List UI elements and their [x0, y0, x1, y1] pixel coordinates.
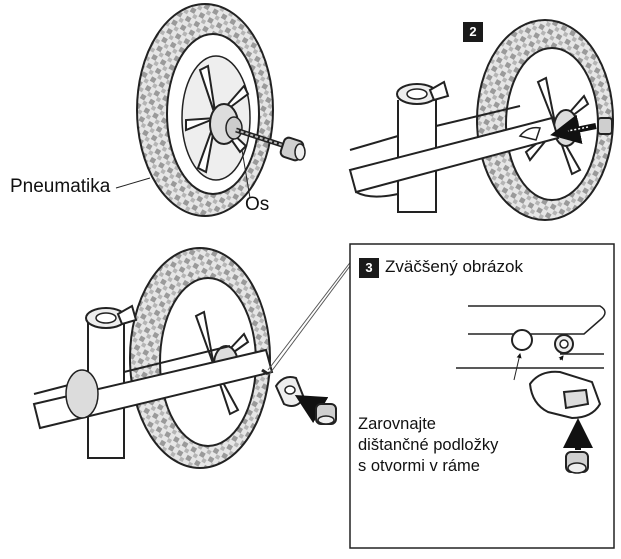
frame-edge [468, 305, 606, 335]
align-note: Zarovnajte dištančné podložky s otvormi … [358, 414, 498, 477]
wheel-icon [136, 3, 274, 217]
axle-bolt-icon [597, 117, 613, 135]
axle-callout-line [241, 149, 251, 199]
frame-hole-icon [511, 329, 533, 381]
panel-2 [348, 19, 614, 221]
wheel-icon [129, 247, 271, 469]
step-badge-3: 3 [359, 258, 379, 278]
insert-arrow-icon [550, 114, 597, 145]
nut-icon [565, 451, 589, 474]
frame-slot [518, 126, 541, 141]
align-note-line-2: dištančné podložky [358, 436, 499, 454]
nut-icon [315, 403, 337, 425]
tire-label: Pneumatika [10, 176, 111, 197]
align-note-line-3: s otvormi v ráme [358, 457, 480, 475]
zoom-line [267, 259, 353, 371]
tire-callout-line [115, 177, 151, 189]
wheel-panel-1 [115, 3, 306, 217]
align-note-line-1: Zarovnajte [358, 415, 436, 433]
step-badge-2: 2 [463, 22, 483, 42]
zoom-panel [349, 243, 615, 549]
frame-icon [32, 304, 274, 459]
panel-3 [32, 247, 357, 469]
frame-bar-upper [349, 105, 521, 151]
axle-label: Os [245, 194, 270, 215]
spacer-washer-icon [528, 334, 602, 420]
axle-bolt-icon [235, 127, 306, 162]
zoom-caption: Zväčšený obrázok [385, 257, 523, 276]
